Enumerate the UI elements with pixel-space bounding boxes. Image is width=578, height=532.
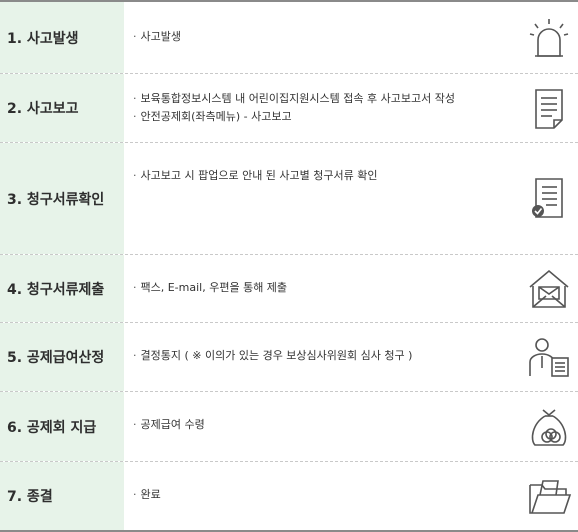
money-bag-icon: [526, 404, 572, 450]
description-line: 팩스, E-mail, 우편을 통해 제출: [133, 279, 508, 297]
step-label-6: 6. 공제회 지급: [0, 392, 124, 461]
step-description-1: 사고발생: [133, 28, 508, 46]
description-line: 안전공제회(좌측메뉴) - 사고보고: [133, 108, 508, 126]
step-description-7: 완료: [133, 486, 508, 504]
siren-icon: [526, 16, 572, 62]
step-row-5: 5. 공제급여산정 결정통지 ( ※ 이의가 있는 경우 보상심사위원회 심사 …: [0, 323, 578, 392]
mail-envelope-icon: [526, 265, 572, 311]
step-label-2: 2. 사고보고: [0, 74, 124, 142]
step-row-7: 7. 종결 완료: [0, 462, 578, 530]
folder-icon: [526, 473, 572, 519]
step-row-3: 3. 청구서류확인 사고보고 시 팝업으로 안내 된 사고별 청구서류 확인: [0, 143, 578, 255]
person-document-icon: [526, 334, 572, 380]
step-description-5: 결정통지 ( ※ 이의가 있는 경우 보상심사위원회 심사 청구 ): [133, 347, 508, 365]
description-line: 보육통합정보시스템 내 어린이집지원시스템 접속 후 사고보고서 작성: [133, 90, 508, 108]
document-icon: [526, 86, 572, 132]
description-line: 공제급여 수령: [133, 416, 508, 434]
description-line: 사고보고 시 팝업으로 안내 된 사고별 청구서류 확인: [133, 167, 508, 185]
step-description-3: 사고보고 시 팝업으로 안내 된 사고별 청구서류 확인: [133, 167, 508, 185]
step-row-1: 1. 사고발생 사고발생: [0, 2, 578, 74]
step-label-1: 1. 사고발생: [0, 2, 124, 73]
step-label-3: 3. 청구서류확인: [0, 143, 124, 254]
step-row-2: 2. 사고보고 보육통합정보시스템 내 어린이집지원시스템 접속 후 사고보고서…: [0, 74, 578, 143]
step-description-4: 팩스, E-mail, 우편을 통해 제출: [133, 279, 508, 297]
description-line: 사고발생: [133, 28, 508, 46]
step-label-4: 4. 청구서류제출: [0, 255, 124, 322]
description-line: 완료: [133, 486, 508, 504]
step-row-6: 6. 공제회 지급 공제급여 수령: [0, 392, 578, 462]
step-description-6: 공제급여 수령: [133, 416, 508, 434]
step-row-4: 4. 청구서류제출 팩스, E-mail, 우편을 통해 제출: [0, 255, 578, 323]
step-label-5: 5. 공제급여산정: [0, 323, 124, 391]
description-line: 결정통지 ( ※ 이의가 있는 경우 보상심사위원회 심사 청구 ): [133, 347, 508, 365]
document-check-icon: [526, 175, 572, 221]
step-description-2: 보육통합정보시스템 내 어린이집지원시스템 접속 후 사고보고서 작성 안전공제…: [133, 90, 508, 126]
step-label-7: 7. 종결: [0, 462, 124, 530]
